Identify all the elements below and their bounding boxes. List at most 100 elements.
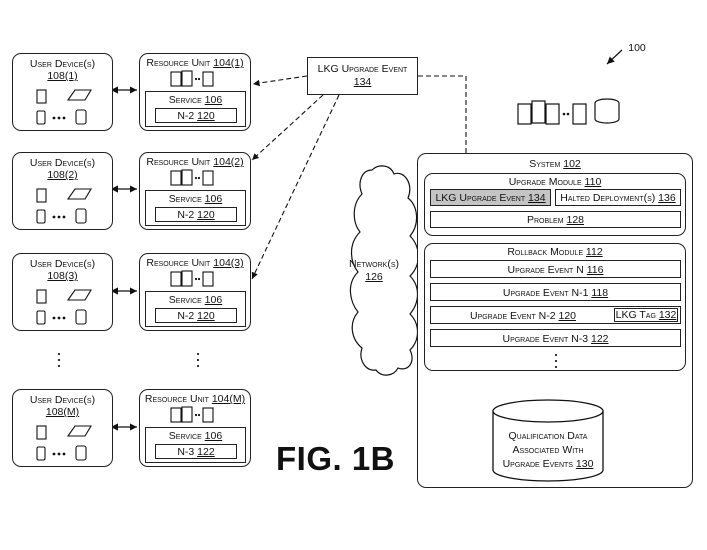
- problem-label: Problem: [526, 214, 564, 226]
- user-devices-box-m: User Device(s) 108(M): [12, 389, 113, 467]
- resource-unit-box-3: Resource Unit 104(3) Service 106 N-2 120: [139, 253, 251, 331]
- lkg-upgrade-event-entry: LKG Upgrade Event 134: [430, 189, 551, 206]
- lkg-entry-ref: 134: [528, 192, 546, 204]
- lkg-tag-label: LKG Tag: [615, 309, 656, 321]
- upgrade-event-entry: Upgrade Event N 116: [430, 260, 681, 278]
- resource-unit-label: Resource Unit: [144, 393, 209, 405]
- version-ref: 120: [197, 110, 215, 122]
- upgrade-module-ref: 110: [584, 176, 602, 188]
- upgrade-event-label: Upgrade Event N: [507, 264, 584, 276]
- problem-entry: Problem 128: [430, 211, 681, 228]
- device-icons: [36, 289, 92, 325]
- service-label: Service: [168, 294, 202, 306]
- upgrade-module-box: Upgrade Module 110 LKG Upgrade Event 134…: [424, 173, 686, 236]
- qualification-line2: Associated With: [512, 444, 584, 456]
- version-box: N-3 122: [155, 444, 237, 459]
- halted-ref: 136: [658, 192, 676, 204]
- lkg-to-system-link: [418, 75, 467, 188]
- qualification-line1: Qualification Data: [508, 430, 588, 442]
- device-icons: [36, 425, 92, 461]
- version-label: N-2: [177, 110, 195, 122]
- user-devices-ref: 108(1): [47, 70, 78, 82]
- upgrade-event-label: Upgrade Event N-3: [502, 333, 589, 345]
- service-box: Service 106 N-2 120: [145, 91, 246, 127]
- ellipsis-user-devices: ···: [56, 343, 62, 375]
- lkg-to-resource-3: [251, 94, 340, 280]
- figure-label: FIG. 1B: [276, 440, 396, 477]
- device-icons: [36, 188, 92, 224]
- resource-unit-ref: 104(M): [211, 393, 246, 405]
- upgrade-event-ref: 122: [590, 333, 609, 345]
- upgrade-event-ref: 116: [586, 264, 604, 276]
- upgrade-event-label: Upgrade Event N-1: [502, 287, 589, 299]
- network-label: Network(s): [349, 258, 399, 270]
- user-devices-ref: 108(2): [47, 169, 78, 181]
- service-box: Service 106 N-3 122: [145, 427, 246, 463]
- server-icons: [170, 270, 214, 287]
- ellipsis-resource-units: ···: [195, 343, 201, 375]
- lkg-tag-ref: 132: [658, 309, 677, 321]
- server-icons: [170, 70, 214, 87]
- server-icons: [170, 406, 214, 423]
- version-box: N-2 120: [155, 308, 237, 323]
- resource-unit-box-m: Resource Unit 104(M) Service 106 N-3 122: [139, 389, 251, 467]
- rollback-module-ref: 112: [585, 246, 603, 258]
- upgrade-event-label: Upgrade Event N-2: [469, 310, 556, 322]
- network-ref: 126: [365, 271, 383, 283]
- lkg-to-resource-2: [251, 94, 324, 161]
- problem-ref: 128: [566, 214, 585, 226]
- resource-unit-label: Resource Unit: [146, 57, 211, 69]
- system-ref: 102: [563, 158, 581, 170]
- user-devices-box-3: User Device(s) 108(3): [12, 253, 113, 331]
- resource-unit-ref: 104(1): [213, 57, 244, 69]
- upgrade-module-label: Upgrade Module: [508, 176, 582, 188]
- version-ref: 120: [197, 310, 215, 322]
- resource-unit-box-1: Resource Unit 104(1) Service 106 N-2 120: [139, 53, 251, 131]
- service-label: Service: [168, 94, 202, 106]
- lkg-tag-box: LKG Tag 132: [614, 308, 678, 322]
- version-ref: 120: [197, 209, 215, 221]
- halted-label: Halted Deployment(s): [560, 192, 656, 204]
- version-ref: 122: [197, 446, 215, 458]
- user-devices-label: User Device(s): [29, 157, 96, 169]
- user-devices-ref: 108(3): [47, 270, 78, 282]
- resource-unit-label: Resource Unit: [146, 257, 211, 269]
- version-label: N-3: [177, 446, 195, 458]
- lkg-entry-label: LKG Upgrade Event: [435, 192, 526, 204]
- halted-deployments-entry: Halted Deployment(s) 136: [555, 189, 681, 206]
- resource-unit-ref: 104(2): [213, 156, 244, 168]
- user-devices-label: User Device(s): [29, 394, 96, 406]
- user-devices-ref: 108(M): [45, 406, 80, 418]
- server-icons: [170, 169, 214, 186]
- user-devices-label: User Device(s): [29, 258, 96, 270]
- system-servers-icon: [517, 98, 620, 125]
- user-devices-box-2: User Device(s) 108(2): [12, 152, 113, 230]
- rollback-module-box: Rollback Module 112 Upgrade Event N 116 …: [424, 243, 686, 375]
- version-box: N-2 120: [155, 207, 237, 222]
- service-label: Service: [168, 430, 202, 442]
- lkg-upgrade-event-label: LKG Upgrade Event: [317, 63, 408, 75]
- resource-unit-label: Resource Unit: [146, 156, 211, 168]
- figure-ref-number: 100: [628, 42, 646, 54]
- resource-unit-ref: 104(3): [213, 257, 244, 269]
- lkg-to-resource-1: [252, 75, 308, 87]
- service-ref: 106: [204, 94, 223, 106]
- version-label: N-2: [177, 310, 195, 322]
- user-devices-box-1: User Device(s) 108(1): [12, 53, 113, 131]
- upgrade-event-entry: Upgrade Event N-2 120 LKG Tag 132: [430, 306, 681, 324]
- service-box: Service 106 N-2 120: [145, 291, 246, 327]
- resource-unit-box-2: Resource Unit 104(2) Service 106 N-2 120: [139, 152, 251, 230]
- service-ref: 106: [204, 294, 223, 306]
- service-ref: 106: [204, 430, 223, 442]
- version-box: N-2 120: [155, 108, 237, 123]
- lkg-upgrade-event-ref: 134: [353, 76, 372, 88]
- upgrade-event-entry: Upgrade Event N-3 122: [430, 329, 681, 347]
- version-label: N-2: [177, 209, 195, 221]
- service-label: Service: [168, 193, 202, 205]
- upgrade-event-ref: 118: [591, 287, 609, 299]
- service-box: Service 106 N-2 120: [145, 190, 246, 226]
- qualification-line3: Upgrade Events: [502, 458, 573, 470]
- figure-ref-arrow: [606, 49, 623, 65]
